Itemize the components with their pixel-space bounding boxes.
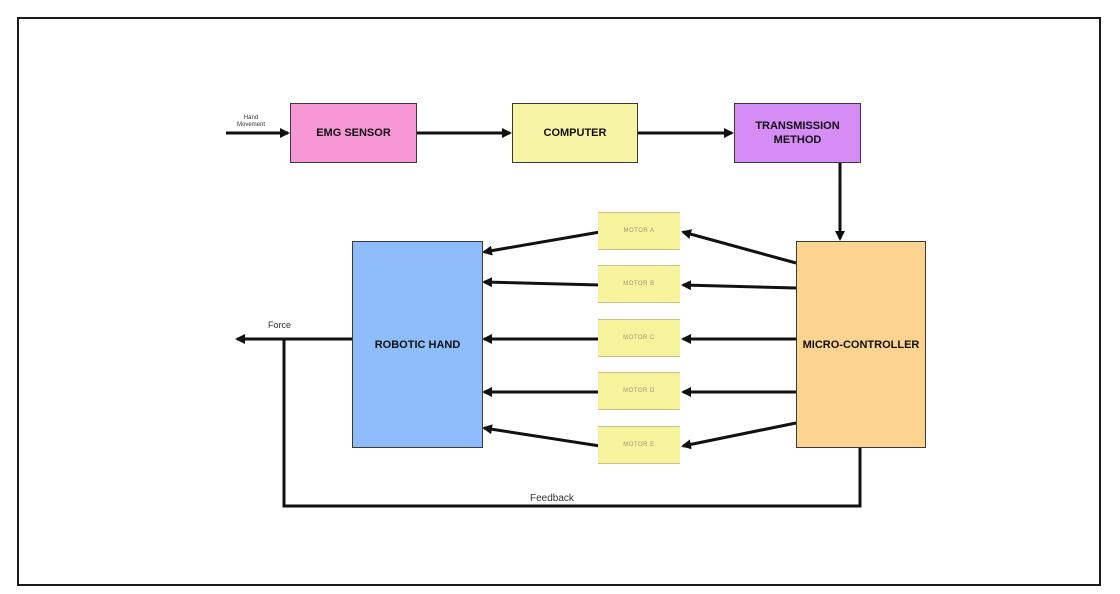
transmission-method-label: TRANSMISSION METHOD: [755, 120, 840, 146]
input-label: Hand Movement: [236, 115, 265, 128]
motor-b-block: MOTOR B: [598, 265, 680, 303]
motor-a-block: MOTOR A: [598, 212, 680, 250]
arrow-motor-a-to-hand: [482, 230, 601, 256]
micro-controller-block: MICRO-CONTROLLER: [796, 241, 926, 448]
arrow-motor-b-to-hand: [482, 277, 601, 288]
arrow-motor-e-to-hand: [482, 424, 601, 448]
feedback-loop-line: [282, 339, 862, 508]
output-label: Force: [268, 320, 292, 330]
arrow-controller-to-motor-a: [681, 229, 797, 265]
robotic-hand-label: ROBOTIC HAND: [374, 338, 461, 351]
computer-block: COMPUTER: [512, 103, 638, 163]
arrow-controller-to-motor-b: [681, 280, 797, 291]
micro-controller-label: MICRO-CONTROLLER: [802, 338, 920, 351]
arrow-controller-to-motor-e: [681, 421, 797, 450]
motor-c-block: MOTOR C: [598, 319, 680, 357]
transmission-method-block: TRANSMISSION METHOD: [734, 103, 861, 163]
motor-d-block: MOTOR D: [598, 372, 680, 410]
feedback-label: Feedback: [530, 493, 574, 504]
emg-sensor-label: EMG SENSOR: [316, 127, 391, 139]
motor-e-block: MOTOR E: [598, 426, 680, 464]
emg-sensor-block: EMG SENSOR: [290, 103, 417, 163]
robotic-hand-block: ROBOTIC HAND: [352, 241, 483, 448]
computer-label: COMPUTER: [543, 127, 607, 139]
